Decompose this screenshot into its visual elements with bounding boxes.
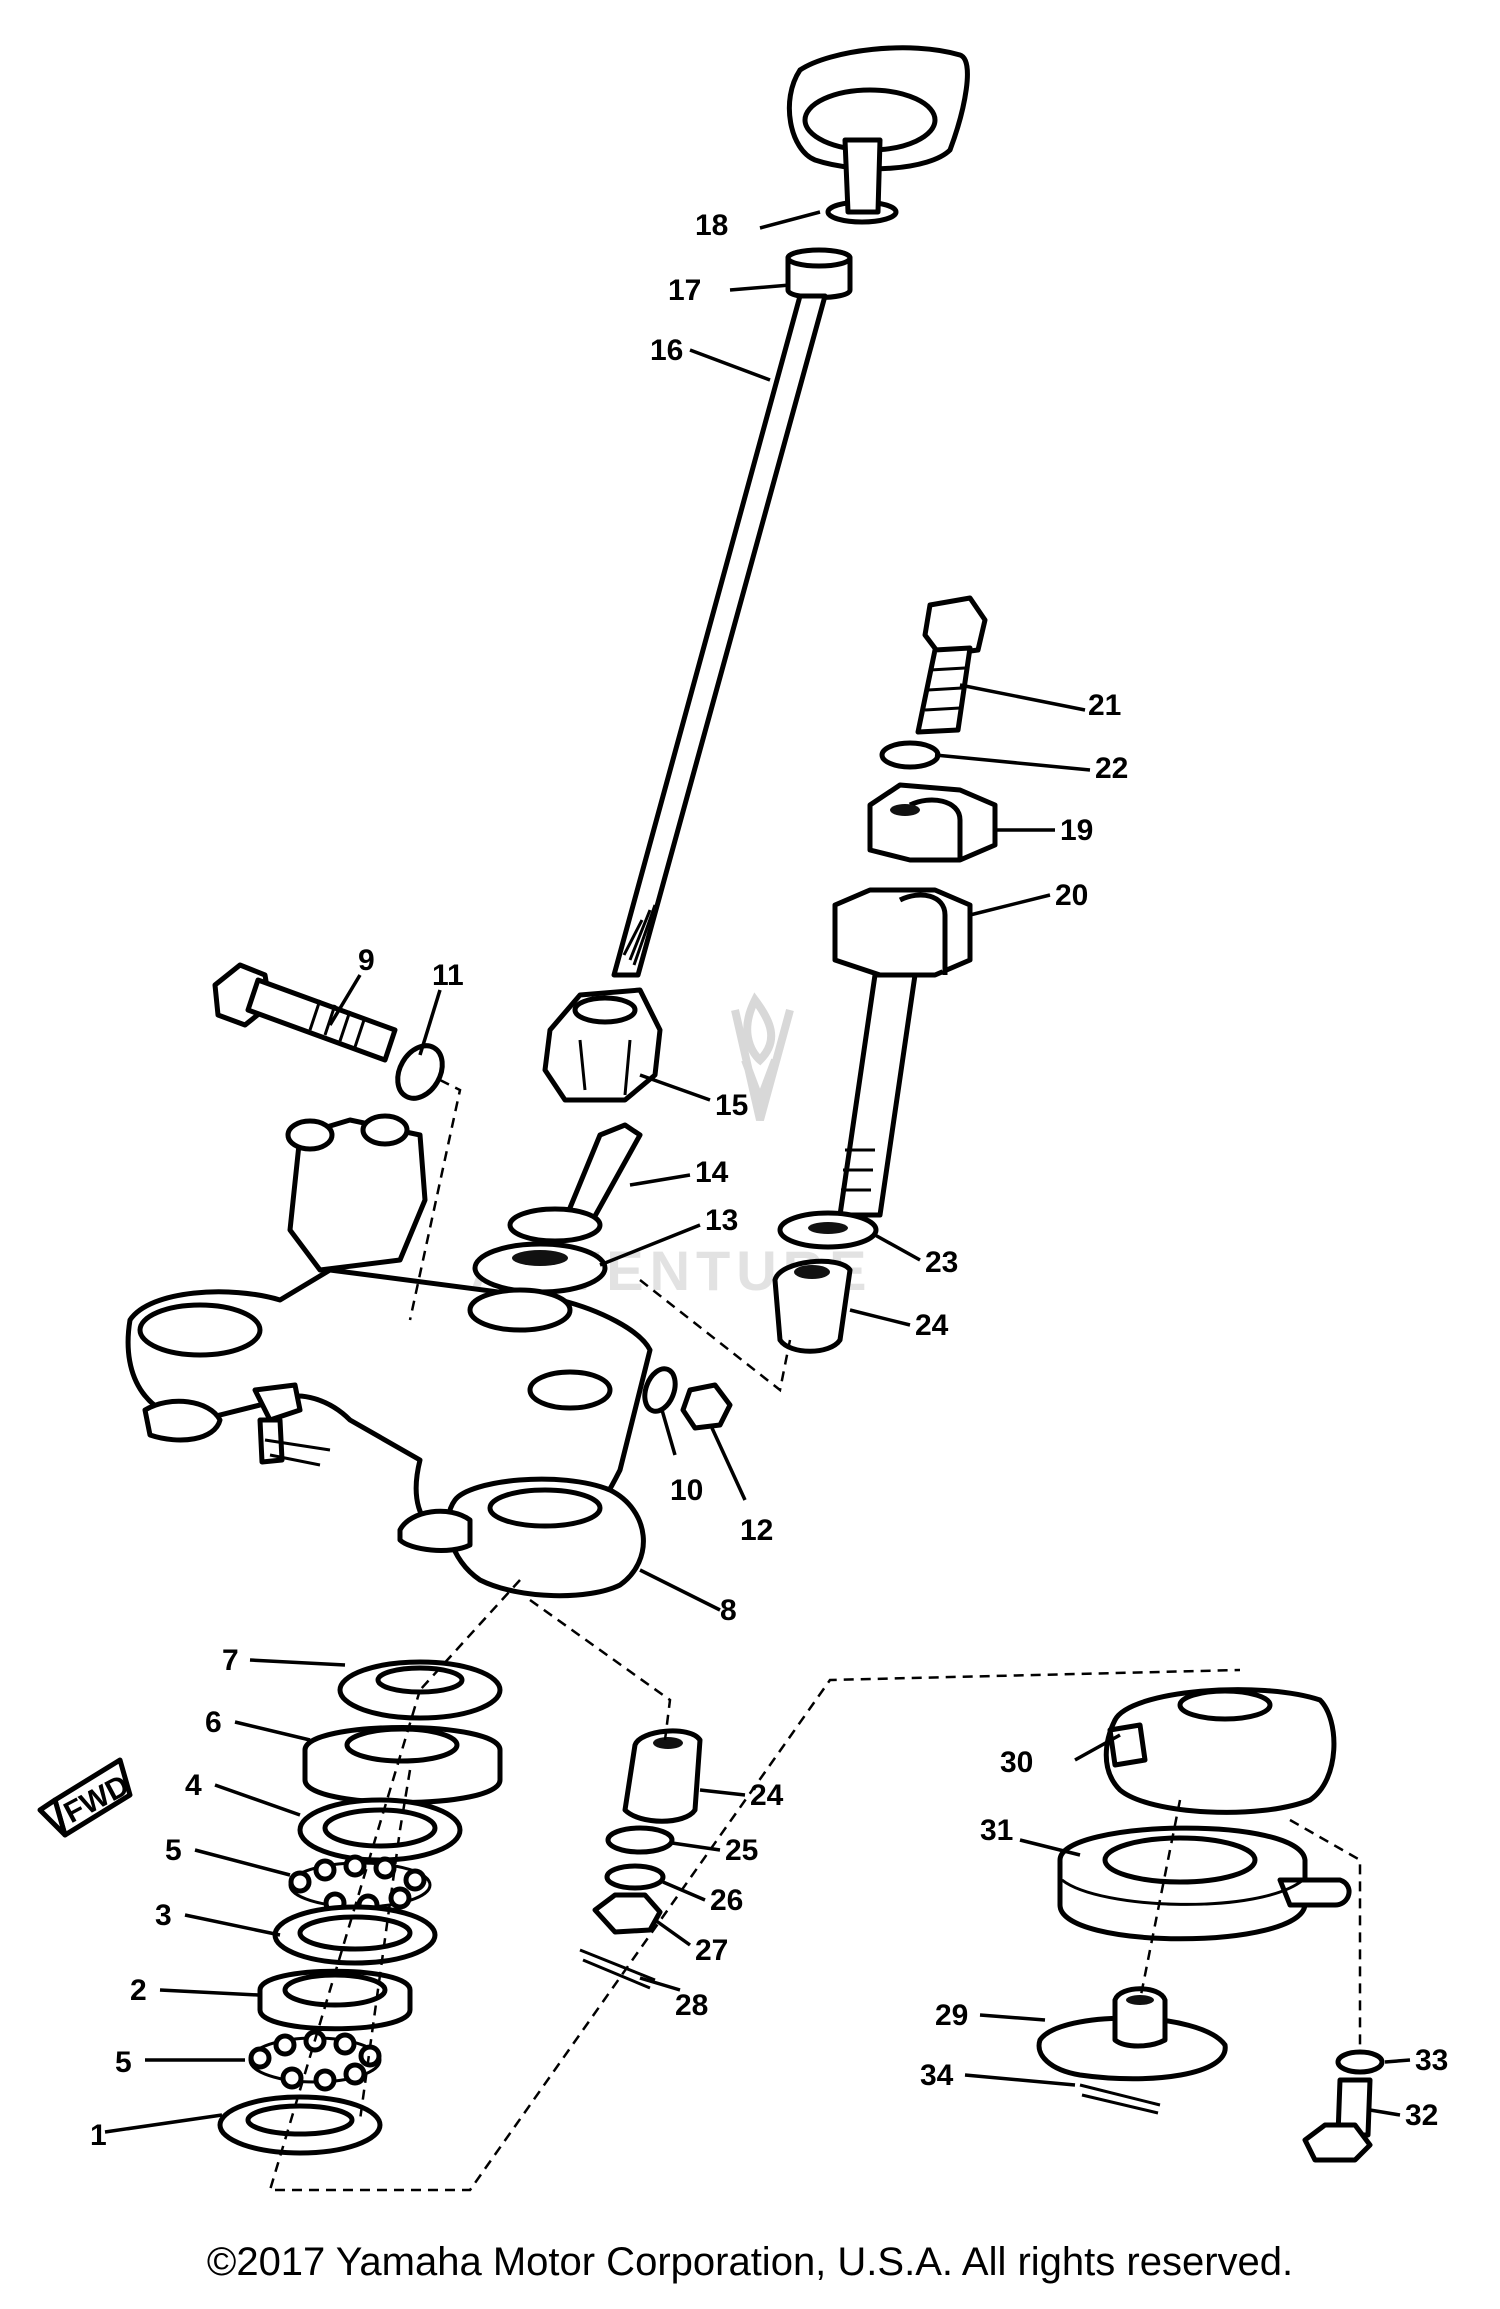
callout-31: 31: [980, 1814, 1013, 1847]
callout-6: 6: [205, 1706, 222, 1739]
callout-12: 12: [740, 1514, 773, 1547]
washer-26: [604, 1863, 666, 1891]
callout-24-upper: 24: [915, 1309, 949, 1342]
bolt-32: [1302, 2077, 1373, 2163]
damper-plate-14: [507, 1122, 643, 1244]
callout-3: 3: [155, 1899, 172, 1932]
callout-16: 16: [650, 334, 683, 367]
washer-25: [605, 1825, 675, 1855]
holder-lower-20: [832, 887, 973, 1218]
callout-10: 10: [670, 1474, 703, 1507]
fwd-direction-arrow: FWD: [37, 1757, 135, 1838]
assembly-lines: [268, 1078, 1362, 2192]
washer-22: [879, 740, 941, 770]
callout-19: 19: [1060, 814, 1093, 847]
copyright-notice: ©2017 Yamaha Motor Corporation, U.S.A. A…: [206, 2240, 1294, 2284]
callout-9: 9: [358, 944, 375, 977]
callout-34: 34: [920, 2059, 954, 2092]
callout-15: 15: [715, 1089, 748, 1122]
callout-25: 25: [725, 1834, 758, 1867]
nut-12: [680, 1382, 733, 1431]
holder-upper-19: [867, 782, 998, 863]
damper-rubber-24-lower: [622, 1728, 703, 1824]
ball-5-lower: [248, 2029, 382, 2092]
damper-rod-16: [611, 293, 828, 978]
steering-damper-knob: [786, 45, 970, 225]
washer-10: [642, 1366, 678, 1414]
callout-20: 20: [1055, 879, 1088, 912]
cover-30: [1103, 1687, 1337, 1815]
cotter-pin-28: [579, 1948, 656, 1990]
callout-26: 26: [710, 1884, 743, 1917]
collar-17: [785, 247, 853, 300]
nut-15: [542, 987, 663, 1103]
callout-2: 2: [130, 1974, 147, 2007]
callout-23: 23: [925, 1246, 958, 1279]
bolt-9: [212, 962, 398, 1063]
callout-1: 1: [90, 2119, 107, 2152]
callout-18: 18: [695, 209, 728, 242]
pin-34: [1079, 2083, 1161, 2115]
callout-14: 14: [695, 1156, 729, 1189]
callout-13: 13: [705, 1204, 738, 1237]
callout-21: 21: [1088, 689, 1121, 722]
callout-29: 29: [935, 1999, 968, 2032]
callout-30: 30: [1000, 1746, 1033, 1779]
callout-5-upper: 5: [165, 1834, 182, 1867]
callout-11: 11: [432, 959, 464, 992]
washer-33: [1335, 2049, 1385, 2075]
callout-8: 8: [720, 1594, 737, 1627]
callout-33: 33: [1415, 2044, 1448, 2077]
callout-24-lower: 24: [750, 1779, 784, 1812]
damper-plate-31: [1057, 1825, 1352, 1942]
callout-32: 32: [1405, 2099, 1438, 2132]
friction-plate-13: [472, 1241, 608, 1295]
race-4: [297, 1797, 463, 1863]
callout-17: 17: [668, 274, 701, 307]
callout-labels: 1 2 3 4 5 5 6 7 8 9 10 11 12 13 14 15 16…: [90, 209, 1448, 2152]
damper-rubber-24-upper: [772, 1258, 853, 1354]
nut-27: [592, 1892, 663, 1935]
callout-27: 27: [695, 1934, 728, 1967]
seal-6: [302, 1725, 503, 1805]
bolt-21: [915, 595, 988, 735]
callout-5-lower: 5: [115, 2046, 132, 2079]
callout-7: 7: [222, 1644, 239, 1677]
washer-23: [777, 1210, 879, 1250]
under-bracket-8: [125, 1113, 653, 1599]
race-2: [257, 1968, 413, 2032]
washer-11: [395, 1043, 445, 1101]
leader-lines: [104, 210, 1411, 2134]
race-3: [272, 1904, 438, 1966]
callout-28: 28: [675, 1989, 708, 2022]
callout-4: 4: [185, 1769, 202, 1802]
race-1: [217, 2094, 383, 2156]
plate-29: [1036, 1986, 1228, 2082]
callout-22: 22: [1095, 752, 1128, 785]
